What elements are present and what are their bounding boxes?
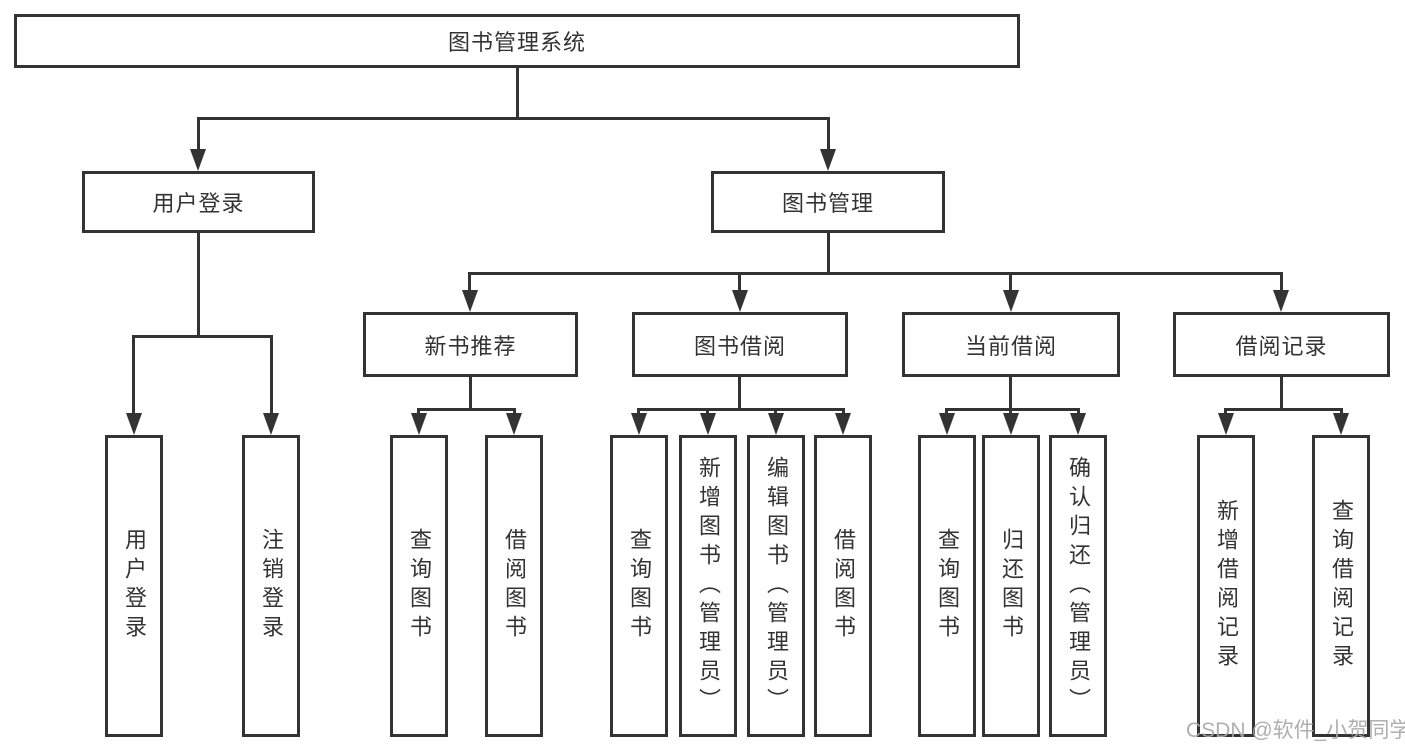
node-return-books: 归还图书 — [982, 435, 1040, 737]
arrow-down-icon — [462, 290, 478, 312]
node-query-books-recommend: 查询图书 — [390, 435, 448, 737]
connector-drop — [1280, 272, 1283, 292]
arrow-down-icon — [263, 413, 279, 435]
node-add-books-admin: 新增图书（管理员） — [679, 435, 737, 737]
node-query-books-current: 查询图书 — [918, 435, 976, 737]
connector-bar — [945, 408, 1080, 411]
node-borrowing-records: 借阅记录 — [1173, 312, 1390, 377]
node-label: 确认归还（管理员） — [1066, 455, 1091, 717]
node-label: 查询图书 — [407, 528, 432, 644]
connector-drop — [774, 408, 777, 416]
connector-bar — [197, 117, 830, 120]
arrow-down-icon — [732, 290, 748, 312]
node-label: 借阅图书 — [502, 528, 527, 644]
node-query-books-borrowing: 查询图书 — [610, 435, 668, 737]
connector-drop — [1009, 408, 1012, 416]
connector-stem — [1280, 377, 1283, 408]
arrow-down-icon — [1070, 413, 1086, 435]
node-label: 注销登录 — [259, 528, 284, 644]
arrow-down-icon — [700, 413, 716, 435]
arrow-down-icon — [126, 413, 142, 435]
node-confirm-return-admin: 确认归还（管理员） — [1049, 435, 1107, 737]
node-label: 图书管理系统 — [447, 30, 586, 55]
connector-stem — [469, 377, 472, 408]
node-book-management: 图书管理 — [711, 171, 945, 233]
connector-drop — [417, 408, 420, 416]
connector-drop — [945, 408, 948, 416]
arrow-down-icon — [768, 413, 784, 435]
connector-drop — [1224, 408, 1227, 416]
arrow-down-icon — [835, 413, 851, 435]
connector-drop — [1009, 272, 1012, 292]
connector-bar — [1224, 408, 1343, 411]
connector-bar — [468, 272, 1283, 275]
node-label: 图书借阅 — [693, 333, 786, 359]
node-label: 查询图书 — [627, 528, 652, 644]
arrow-down-icon — [1273, 290, 1289, 312]
node-root-library-system: 图书管理系统 — [14, 14, 1020, 68]
node-label: 新书推荐 — [424, 333, 517, 359]
node-label: 用户登录 — [122, 528, 147, 644]
connector-stem — [197, 233, 200, 335]
connector-drop — [637, 408, 640, 416]
node-label: 编辑图书（管理员） — [764, 455, 789, 717]
connector-stem — [1009, 377, 1012, 408]
connector-drop — [513, 408, 516, 416]
connector-drop — [738, 272, 741, 292]
arrow-down-icon — [1003, 413, 1019, 435]
connector-bar — [637, 408, 845, 411]
arrow-down-icon — [820, 149, 836, 171]
node-borrow-books-recommend: 借阅图书 — [485, 435, 543, 737]
node-logout: 注销登录 — [242, 435, 300, 737]
csdn-watermark: CSDN @软件_小贺同学 — [1186, 719, 1405, 742]
connector-stem — [516, 68, 519, 117]
connector-drop — [197, 117, 200, 152]
node-label: 借阅图书 — [831, 528, 856, 644]
node-new-book-recommendation: 新书推荐 — [363, 312, 578, 377]
node-label: 归还图书 — [999, 528, 1024, 644]
connector-drop — [827, 117, 830, 152]
arrow-down-icon — [1003, 290, 1019, 312]
arrow-down-icon — [631, 413, 647, 435]
arrow-down-icon — [411, 413, 427, 435]
node-label: 新增图书（管理员） — [696, 455, 721, 717]
node-borrow-books-borrowing: 借阅图书 — [814, 435, 872, 737]
connector-drop — [132, 335, 135, 415]
connector-drop — [1077, 408, 1080, 416]
connector-drop — [468, 272, 471, 292]
connector-stem — [827, 233, 830, 272]
node-user-login: 用户登录 — [82, 171, 315, 233]
connector-drop — [270, 335, 273, 415]
node-user-login-leaf: 用户登录 — [105, 435, 163, 737]
node-label: 借阅记录 — [1235, 333, 1328, 359]
node-label: 当前借阅 — [964, 333, 1057, 359]
arrow-down-icon — [190, 149, 206, 171]
arrow-down-icon — [939, 413, 955, 435]
node-query-borrow-record: 查询借阅记录 — [1312, 435, 1370, 737]
node-add-borrow-record: 新增借阅记录 — [1197, 435, 1255, 737]
connector-drop — [706, 408, 709, 416]
node-label: 用户登录 — [152, 191, 245, 216]
node-label: 新增借阅记录 — [1214, 499, 1239, 673]
arrow-down-icon — [506, 413, 522, 435]
arrow-down-icon — [1333, 413, 1349, 435]
node-label: 查询图书 — [935, 528, 960, 644]
connector-stem — [738, 377, 741, 408]
node-label: 查询借阅记录 — [1329, 499, 1354, 673]
node-current-borrowing: 当前借阅 — [902, 312, 1120, 377]
connector-drop — [842, 408, 845, 416]
connector-drop — [1340, 408, 1343, 416]
connector-bar — [417, 408, 516, 411]
connector-bar — [132, 335, 273, 338]
node-label: 图书管理 — [781, 191, 874, 216]
node-edit-books-admin: 编辑图书（管理员） — [747, 435, 805, 737]
node-book-borrowing: 图书借阅 — [632, 312, 848, 377]
arrow-down-icon — [1218, 413, 1234, 435]
